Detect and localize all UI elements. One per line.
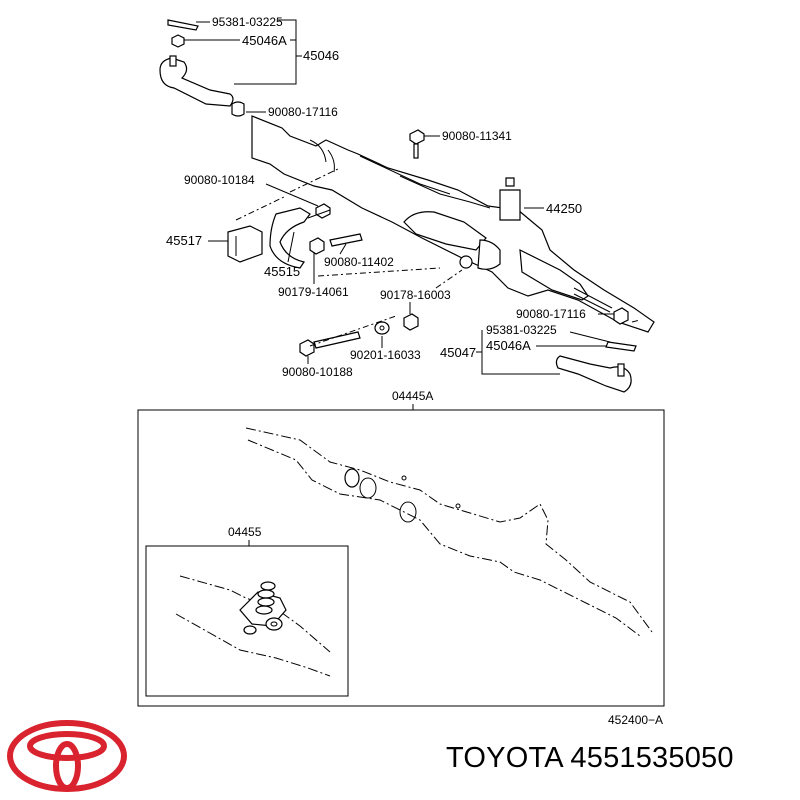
rack-bushing-and-bracket xyxy=(227,203,363,269)
drawing-code: 452400−A xyxy=(608,713,663,727)
label-04445A: 04445A xyxy=(392,389,433,403)
tie-rod-end-right xyxy=(555,307,637,393)
label-95381-03225-bot: 95381-03225 xyxy=(486,323,557,337)
rack-outline-ghost xyxy=(245,427,653,637)
label-04455: 04455 xyxy=(228,525,262,539)
toyota-logo xyxy=(7,720,127,792)
label-45046A-top: 45046A xyxy=(242,33,287,48)
label-90080-11402: 90080-11402 xyxy=(324,255,394,269)
steering-rack-assembly xyxy=(251,115,655,333)
label-45046A-bot: 45046A xyxy=(486,338,531,353)
label-90179-14061: 90179-14061 xyxy=(278,285,349,299)
label-95381-03225-top: 95381-03225 xyxy=(212,15,283,29)
label-90080-10184: 90080-10184 xyxy=(184,173,255,187)
brand-part-number: TOYOTA 4551535050 xyxy=(446,742,734,774)
label-90080-17116-top: 90080-17116 xyxy=(268,105,338,119)
label-45517: 45517 xyxy=(166,233,202,248)
valve-housing-ghost xyxy=(175,575,331,677)
label-90201-16033: 90201-16033 xyxy=(350,348,421,362)
tie-rod-end-left xyxy=(159,19,245,117)
mounting-bolt-set xyxy=(299,313,419,357)
label-90178-16003: 90178-16003 xyxy=(380,288,451,302)
label-44250: 44250 xyxy=(546,201,582,216)
label-90080-17116-bot: 90080-17116 xyxy=(516,307,586,321)
label-45047: 45047 xyxy=(440,345,476,360)
label-90080-11341: 90080-11341 xyxy=(442,129,512,143)
label-45515: 45515 xyxy=(264,264,300,279)
label-90080-10188: 90080-10188 xyxy=(282,365,353,379)
valve-seal-kit-box xyxy=(145,545,349,697)
seal-kit-box xyxy=(137,409,665,707)
label-45046: 45046 xyxy=(303,48,339,63)
